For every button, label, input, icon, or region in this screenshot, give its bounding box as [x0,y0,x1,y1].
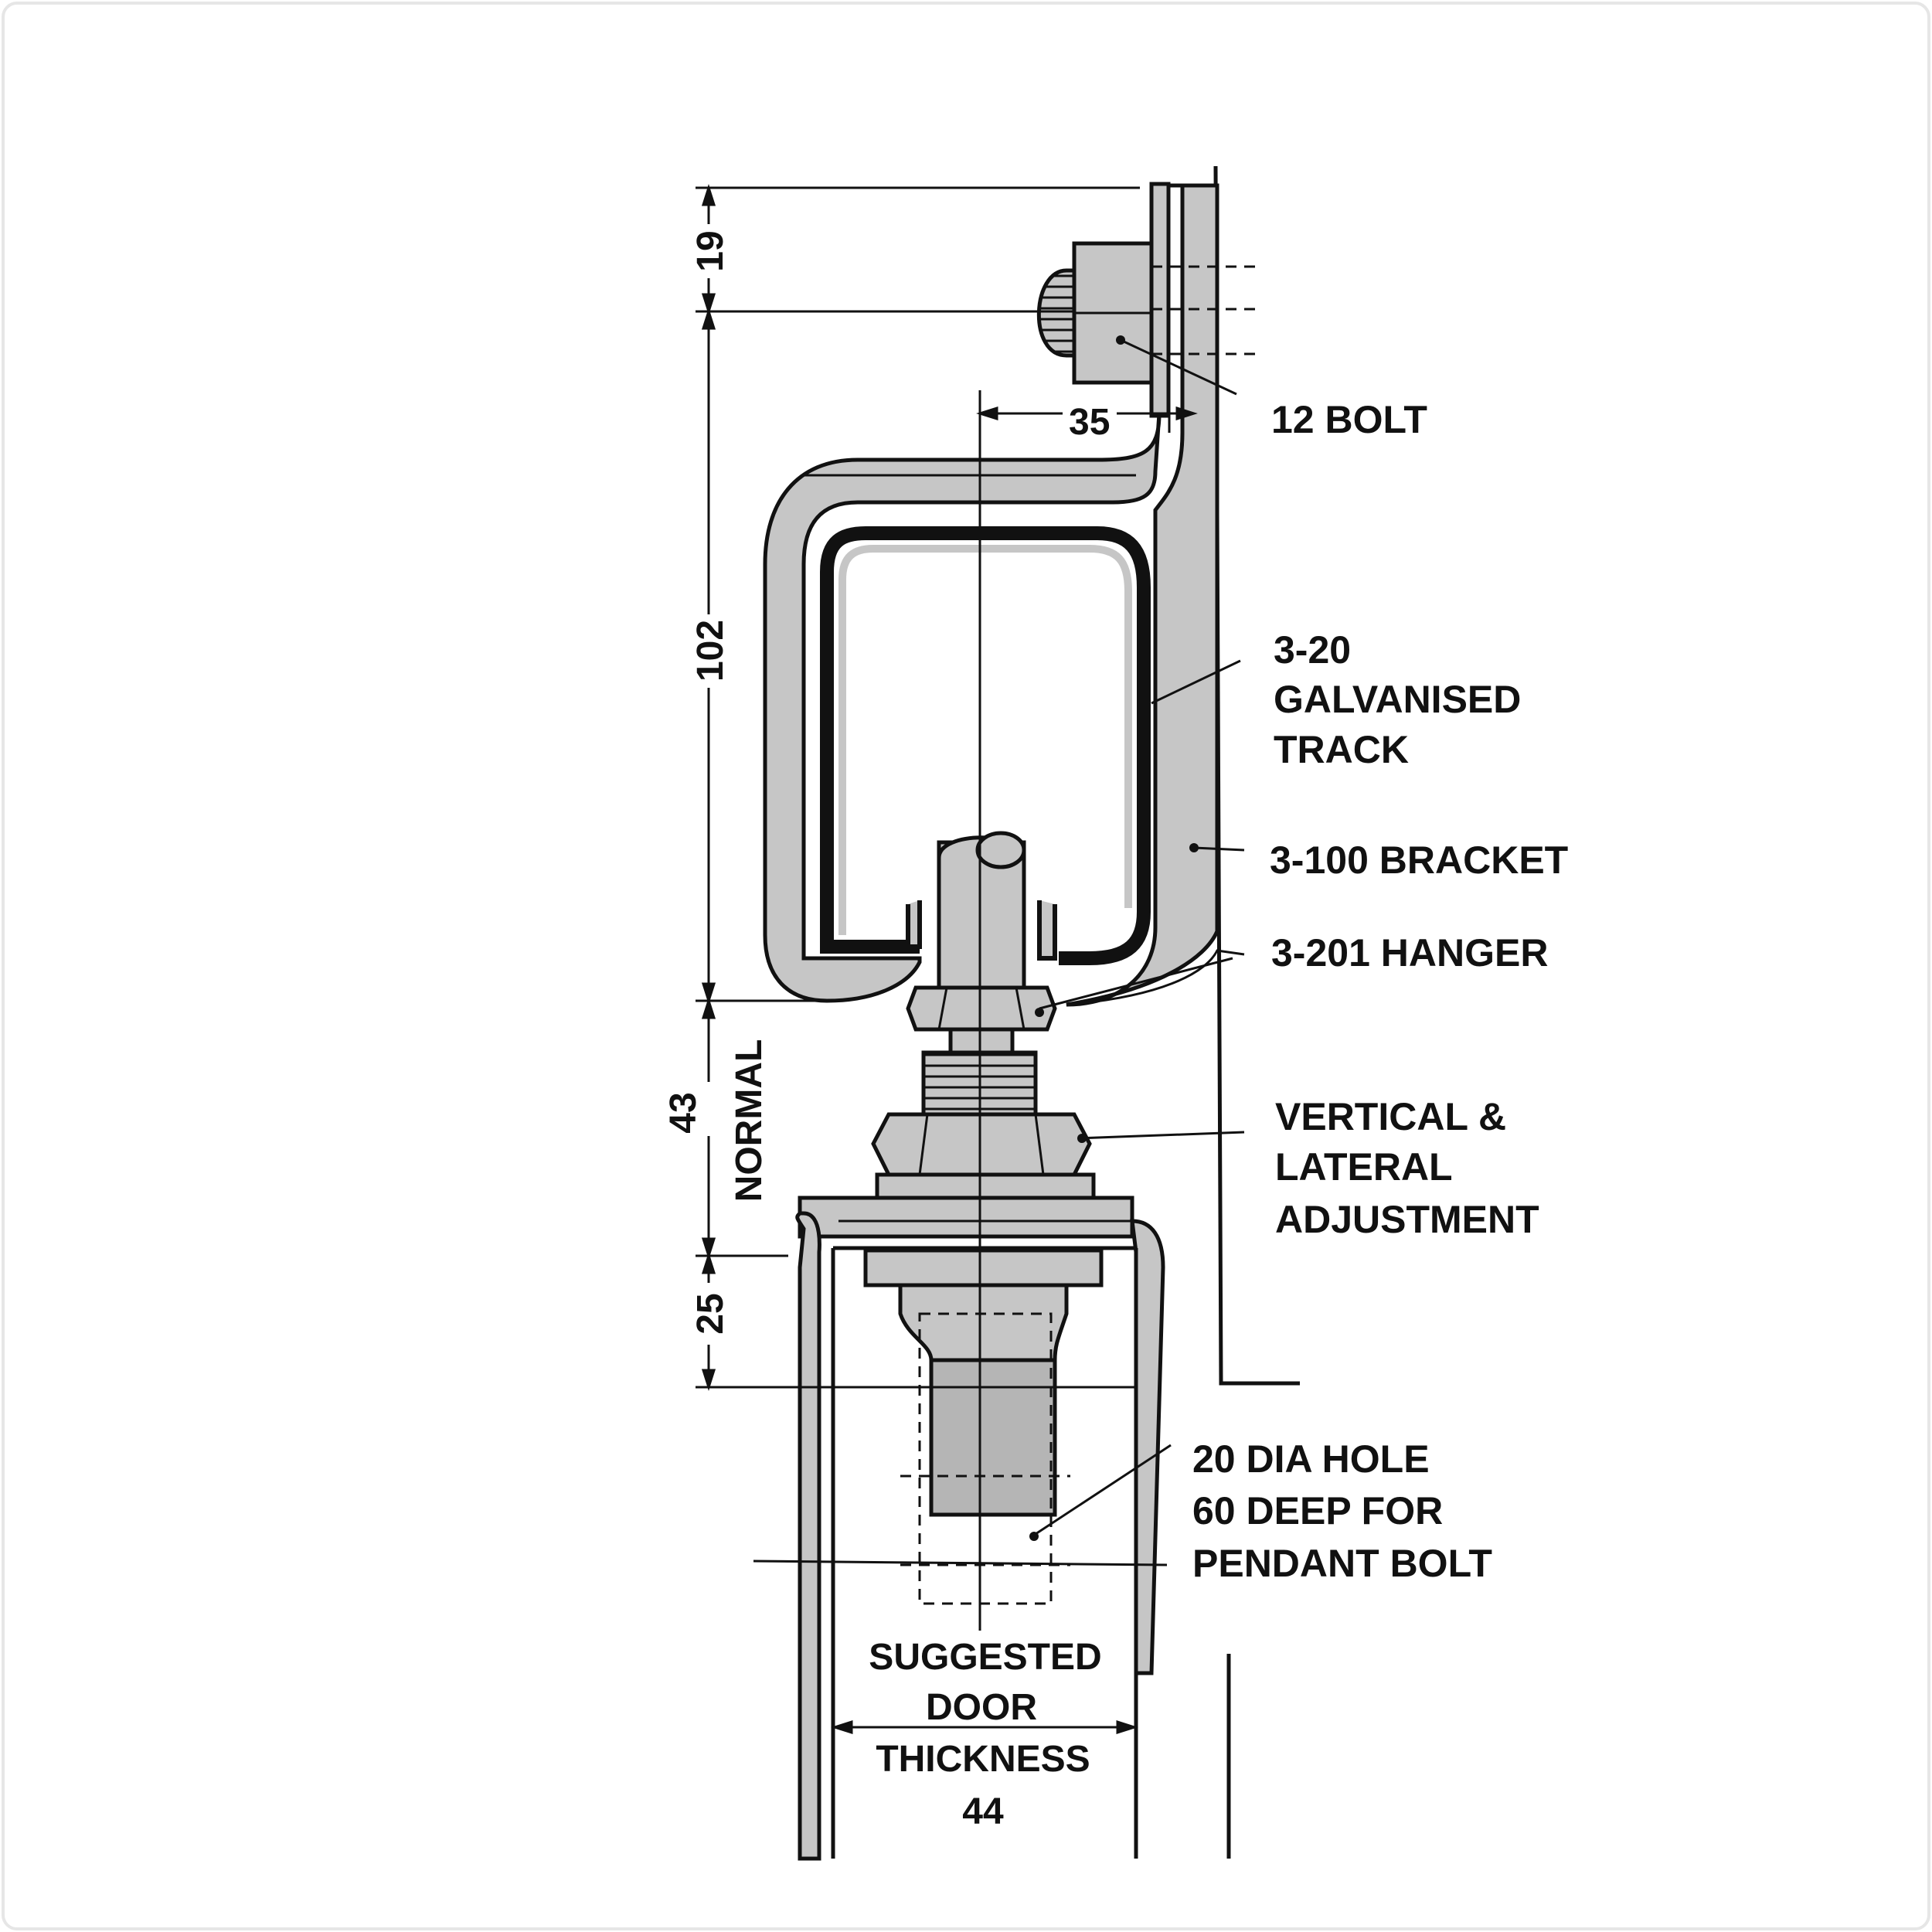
vertical-dimension-chain [696,184,1140,1391]
label-adjustment-line-3: ADJUSTMENT [1275,1198,1539,1241]
dimension-door-thickness [831,1719,1138,1735]
label-hanger: 3-201 HANGER [1271,931,1548,975]
dimension-35 [976,406,1198,421]
label-12-bolt: 12 BOLT [1271,398,1427,441]
dim-25-label: 25 [690,1293,731,1334]
pendant-bolt [863,1248,1104,1605]
door-label-line-3: THICKNESS [876,1739,1090,1780]
dim-35-label: 35 [1069,402,1110,443]
label-hole-line-2: 60 DEEP FOR [1192,1489,1443,1532]
dim-102-label: 102 [690,620,731,682]
label-adjustment-line-2: LATERAL [1275,1145,1453,1189]
dim-19-label: 19 [690,230,731,271]
door-label-line-2: DOOR [926,1687,1037,1728]
label-track-line-2: GALVANISED [1274,678,1521,721]
track-liner [820,526,1151,965]
track-lip-right [1037,900,1057,961]
label-hole-line-1: 20 DIA HOLE [1192,1437,1430,1481]
door-label-line-4: 44 [962,1791,1004,1832]
bolt-12 [1036,241,1260,385]
label-track-line-1: 3-20 [1274,628,1351,672]
hanger-3-201 [871,831,1096,1200]
label-hole-line-3: PENDANT BOLT [1192,1542,1492,1585]
track-lip-left [906,900,922,949]
door-top-plate [795,1196,1165,1861]
label-bracket: 3-100 BRACKET [1270,838,1568,882]
door-leaf [831,1246,1138,1859]
leader-lines [753,338,1245,1566]
label-adjustment-line-1: VERTICAL & [1275,1095,1506,1138]
leader-dots [1029,335,1199,1541]
door-label-line-1: SUGGESTED [869,1637,1101,1678]
dim-43-label: 43 [663,1092,704,1133]
label-track-line-3: TRACK [1274,728,1409,771]
dim-normal-label: NORMAL [729,1039,770,1202]
